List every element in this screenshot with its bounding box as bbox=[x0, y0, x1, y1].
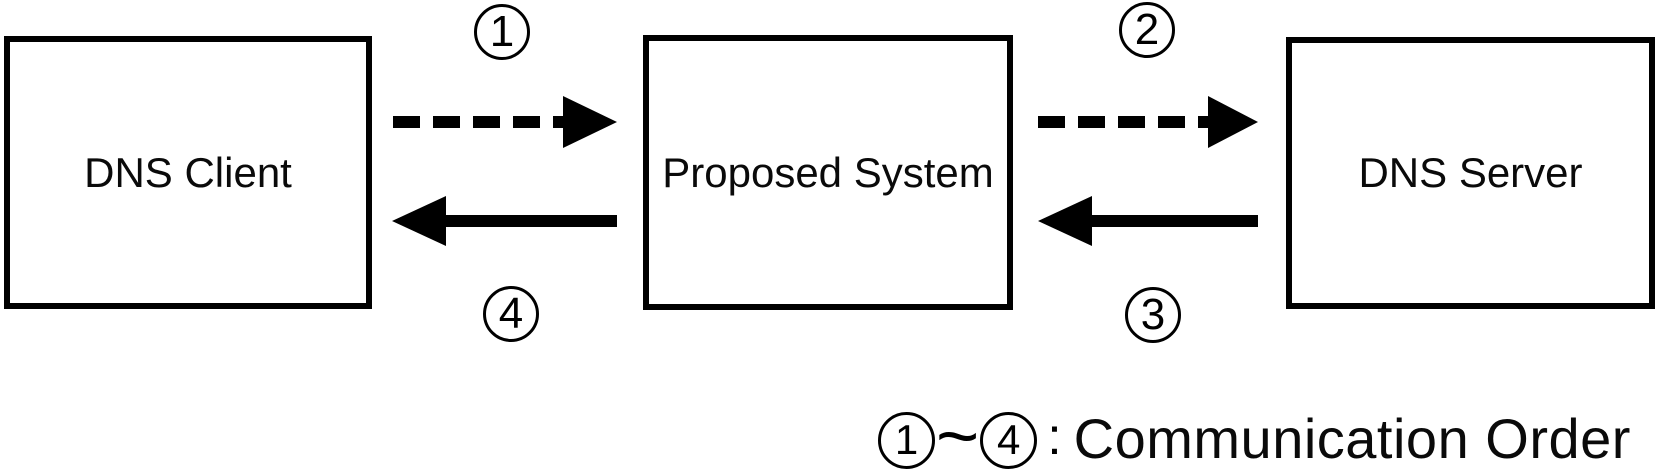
legend-end-number: 4 bbox=[997, 416, 1021, 463]
node-proposed-system-label: Proposed System bbox=[662, 148, 994, 196]
legend-start-number: 1 bbox=[894, 416, 919, 463]
node-dns-server: DNS Server bbox=[1286, 37, 1655, 309]
order-badge-3-number: 3 bbox=[1140, 290, 1166, 339]
arrow-3-solid-left bbox=[1038, 196, 1258, 246]
arrow-1-head-icon bbox=[563, 96, 617, 148]
order-badge-1: 1 bbox=[474, 4, 530, 60]
arrow-2-dashed-right bbox=[1038, 96, 1258, 148]
node-dns-server-label: DNS Server bbox=[1358, 149, 1583, 196]
node-proposed-system: Proposed System bbox=[643, 35, 1013, 310]
arrow-4-solid-left bbox=[392, 196, 617, 246]
order-badge-3: 3 bbox=[1125, 287, 1181, 343]
order-badge-4-number: 4 bbox=[498, 289, 524, 338]
arrow-4-head-icon bbox=[392, 196, 446, 246]
legend-colon: : bbox=[1047, 408, 1062, 466]
arrow-2-head-icon bbox=[1208, 96, 1258, 148]
node-dns-client: DNS Client bbox=[4, 36, 372, 309]
order-badge-2: 2 bbox=[1119, 2, 1175, 58]
legend-label: Communication Order bbox=[1073, 406, 1631, 470]
order-badge-1-number: 1 bbox=[489, 7, 515, 56]
order-badge-2-number: 2 bbox=[1134, 5, 1160, 54]
order-badge-4: 4 bbox=[483, 286, 539, 342]
node-dns-client-label: DNS Client bbox=[84, 148, 292, 196]
legend-circled-start: 1 bbox=[878, 411, 935, 469]
arrow-1-dashed-right bbox=[393, 96, 617, 148]
legend: 1 ~ 4 : Communication Order bbox=[878, 399, 1631, 473]
legend-circled-end: 4 bbox=[980, 411, 1038, 469]
arrow-3-head-icon bbox=[1038, 196, 1092, 246]
